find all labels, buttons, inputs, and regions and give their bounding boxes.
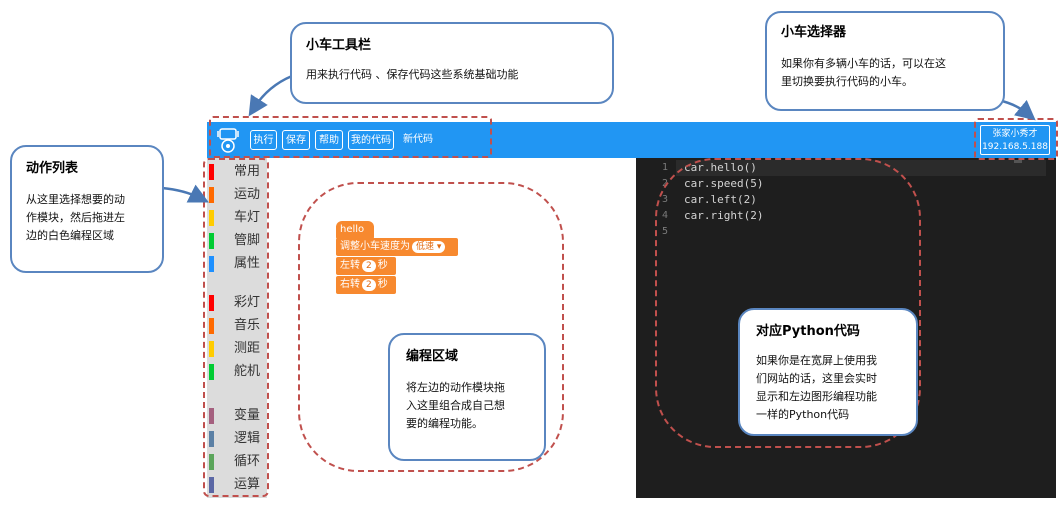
category-color-swatch bbox=[209, 295, 214, 311]
category-color-swatch bbox=[209, 454, 214, 470]
category-properties[interactable]: 属性 bbox=[207, 254, 267, 274]
category-label: 运动 bbox=[234, 187, 261, 202]
category-motion[interactable]: 运动 bbox=[207, 185, 267, 205]
line-number: 5 bbox=[661, 226, 668, 237]
category-color-swatch bbox=[209, 364, 214, 380]
category-label: 测距 bbox=[234, 341, 261, 356]
category-variables[interactable]: 变量 bbox=[207, 406, 267, 426]
right-seconds-input[interactable]: 2 bbox=[362, 279, 376, 291]
block-label: 调整小车速度为 bbox=[340, 241, 410, 252]
left-seconds-input[interactable]: 2 bbox=[362, 260, 376, 272]
category-label: 循环 bbox=[234, 454, 261, 469]
callout-title: 小车工具栏 bbox=[306, 38, 372, 53]
car-selector[interactable]: 张家小秀才 192.168.5.188 bbox=[980, 125, 1050, 155]
callout-selector: 小车选择器 如果你有多辆小车的话，可以在这 里切换要执行代码的小车。 bbox=[765, 11, 1005, 111]
callout-body: 如果你是在宽屏上使用我 bbox=[756, 354, 877, 367]
callout-toolbar: 小车工具栏 用来执行代码 、保存代码这些系统基础功能 bbox=[290, 22, 614, 104]
category-color-swatch bbox=[209, 431, 214, 447]
category-label: 变量 bbox=[234, 408, 261, 423]
car-name: 张家小秀才 bbox=[992, 129, 1038, 139]
run-button[interactable]: 执行 bbox=[250, 130, 277, 150]
speed-dropdown[interactable]: 低速 ▾ bbox=[412, 241, 446, 253]
callout-python: 对应Python代码 如果你是在宽屏上使用我 们网站的话，这里会实时 显示和左边… bbox=[738, 308, 918, 436]
callout-title: 编程区域 bbox=[406, 349, 459, 364]
save-button[interactable]: 保存 bbox=[282, 130, 310, 150]
toolbar-highlight bbox=[209, 116, 492, 158]
code-highlight bbox=[655, 158, 921, 448]
callout-title: 对应Python代码 bbox=[756, 324, 860, 339]
category-label: 管脚 bbox=[234, 233, 261, 248]
callout-body: 作模块，然后拖进左 bbox=[26, 211, 125, 224]
callout-body: 里切换要执行代码的小车。 bbox=[781, 75, 913, 88]
block-set-speed[interactable]: 调整小车速度为低速 ▾ bbox=[336, 238, 458, 256]
block-unit: 秒 bbox=[377, 260, 388, 271]
category-color-swatch bbox=[209, 233, 214, 249]
block-unit: 秒 bbox=[377, 279, 388, 290]
workspace-highlight bbox=[298, 182, 564, 472]
callout-title: 小车选择器 bbox=[781, 25, 847, 40]
category-rgb-lights[interactable]: 彩灯 bbox=[207, 293, 267, 313]
car-ip: 192.168.5.188 bbox=[982, 142, 1048, 152]
category-servo[interactable]: 舵机 bbox=[207, 362, 267, 382]
category-color-swatch bbox=[209, 164, 214, 180]
callout-body: 一样的Python代码 bbox=[756, 408, 850, 421]
category-ranging[interactable]: 测距 bbox=[207, 339, 267, 359]
category-color-swatch bbox=[209, 210, 214, 226]
callout-body: 将左边的动作模块拖 bbox=[406, 381, 505, 394]
file-name[interactable]: 新代码 bbox=[403, 134, 433, 145]
speed-value: 低速 bbox=[416, 242, 435, 252]
category-color-swatch bbox=[209, 477, 214, 493]
line-number: 1 bbox=[661, 162, 668, 173]
category-label: 常用 bbox=[234, 164, 261, 179]
category-color-swatch bbox=[209, 256, 214, 272]
category-label: 逻辑 bbox=[234, 431, 261, 446]
category-math[interactable]: 运算 bbox=[207, 475, 267, 495]
callout-body: 们网站的话，这里会实时 bbox=[756, 372, 877, 385]
category-label: 舵机 bbox=[234, 364, 261, 379]
car-logo-icon[interactable] bbox=[215, 125, 241, 155]
category-label: 彩灯 bbox=[234, 295, 261, 310]
callout-body: 入这里组合成自己想 bbox=[406, 399, 505, 412]
top-toolbar: 执行 保存 帮助 我的代码 新代码 张家小秀才 192.168.5.188 bbox=[207, 122, 1056, 158]
callout-body: 要的编程功能。 bbox=[406, 417, 483, 430]
my-code-button[interactable]: 我的代码 bbox=[348, 130, 394, 150]
category-music[interactable]: 音乐 bbox=[207, 316, 267, 336]
sidebar-highlight bbox=[203, 158, 269, 497]
category-label: 属性 bbox=[234, 256, 261, 271]
callout-title: 动作列表 bbox=[26, 161, 79, 176]
callout-actions: 动作列表 从这里选择想要的动 作模块，然后拖进左 边的白色编程区域 bbox=[10, 145, 164, 273]
callout-body: 用来执行代码 、保存代码这些系统基础功能 bbox=[306, 68, 519, 81]
callout-body: 显示和左边图形编程功能 bbox=[756, 390, 877, 403]
category-color-swatch bbox=[209, 341, 214, 357]
category-color-swatch bbox=[209, 187, 214, 203]
scroll-marker bbox=[1014, 160, 1022, 163]
callout-workspace: 编程区域 将左边的动作模块拖 入这里组合成自己想 要的编程功能。 bbox=[388, 333, 546, 461]
action-category-list: 常用 运动 车灯 管脚 属性 彩灯 音乐 测距 舵机 变量 逻辑 循环 运算 bbox=[207, 158, 267, 498]
block-label: 右转 bbox=[340, 279, 360, 290]
category-label: 音乐 bbox=[234, 318, 261, 333]
category-color-swatch bbox=[209, 408, 214, 424]
category-logic[interactable]: 逻辑 bbox=[207, 429, 267, 449]
category-label: 车灯 bbox=[234, 210, 261, 225]
category-car-lights[interactable]: 车灯 bbox=[207, 208, 267, 228]
category-common[interactable]: 常用 bbox=[207, 162, 267, 182]
help-button[interactable]: 帮助 bbox=[315, 130, 343, 150]
category-pins[interactable]: 管脚 bbox=[207, 231, 267, 251]
category-color-swatch bbox=[209, 318, 214, 334]
category-label: 运算 bbox=[234, 477, 261, 492]
callout-body: 从这里选择想要的动 bbox=[26, 193, 125, 206]
callout-body: 如果你有多辆小车的话，可以在这 bbox=[781, 57, 946, 70]
callout-body: 边的白色编程区域 bbox=[26, 229, 114, 242]
category-loops[interactable]: 循环 bbox=[207, 452, 267, 472]
block-label: 左转 bbox=[340, 260, 360, 271]
